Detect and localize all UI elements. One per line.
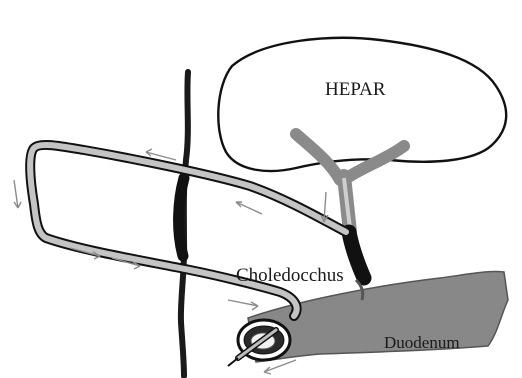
arrow-near-duct (321, 192, 328, 222)
vertical-vessel (179, 72, 188, 376)
arrow-bottom-exit (264, 360, 296, 374)
liver-hepar (218, 38, 506, 171)
drain-tube-loop (30, 145, 346, 316)
arrow-lower-loop (228, 300, 258, 310)
label-hepar: HEPAR (325, 79, 386, 100)
arrow-mid-diagonal (236, 202, 262, 214)
arrow-left-side (14, 180, 21, 208)
label-duodenum: Duodenum (384, 333, 460, 352)
label-choledocchus: Choledocchus (236, 265, 344, 286)
